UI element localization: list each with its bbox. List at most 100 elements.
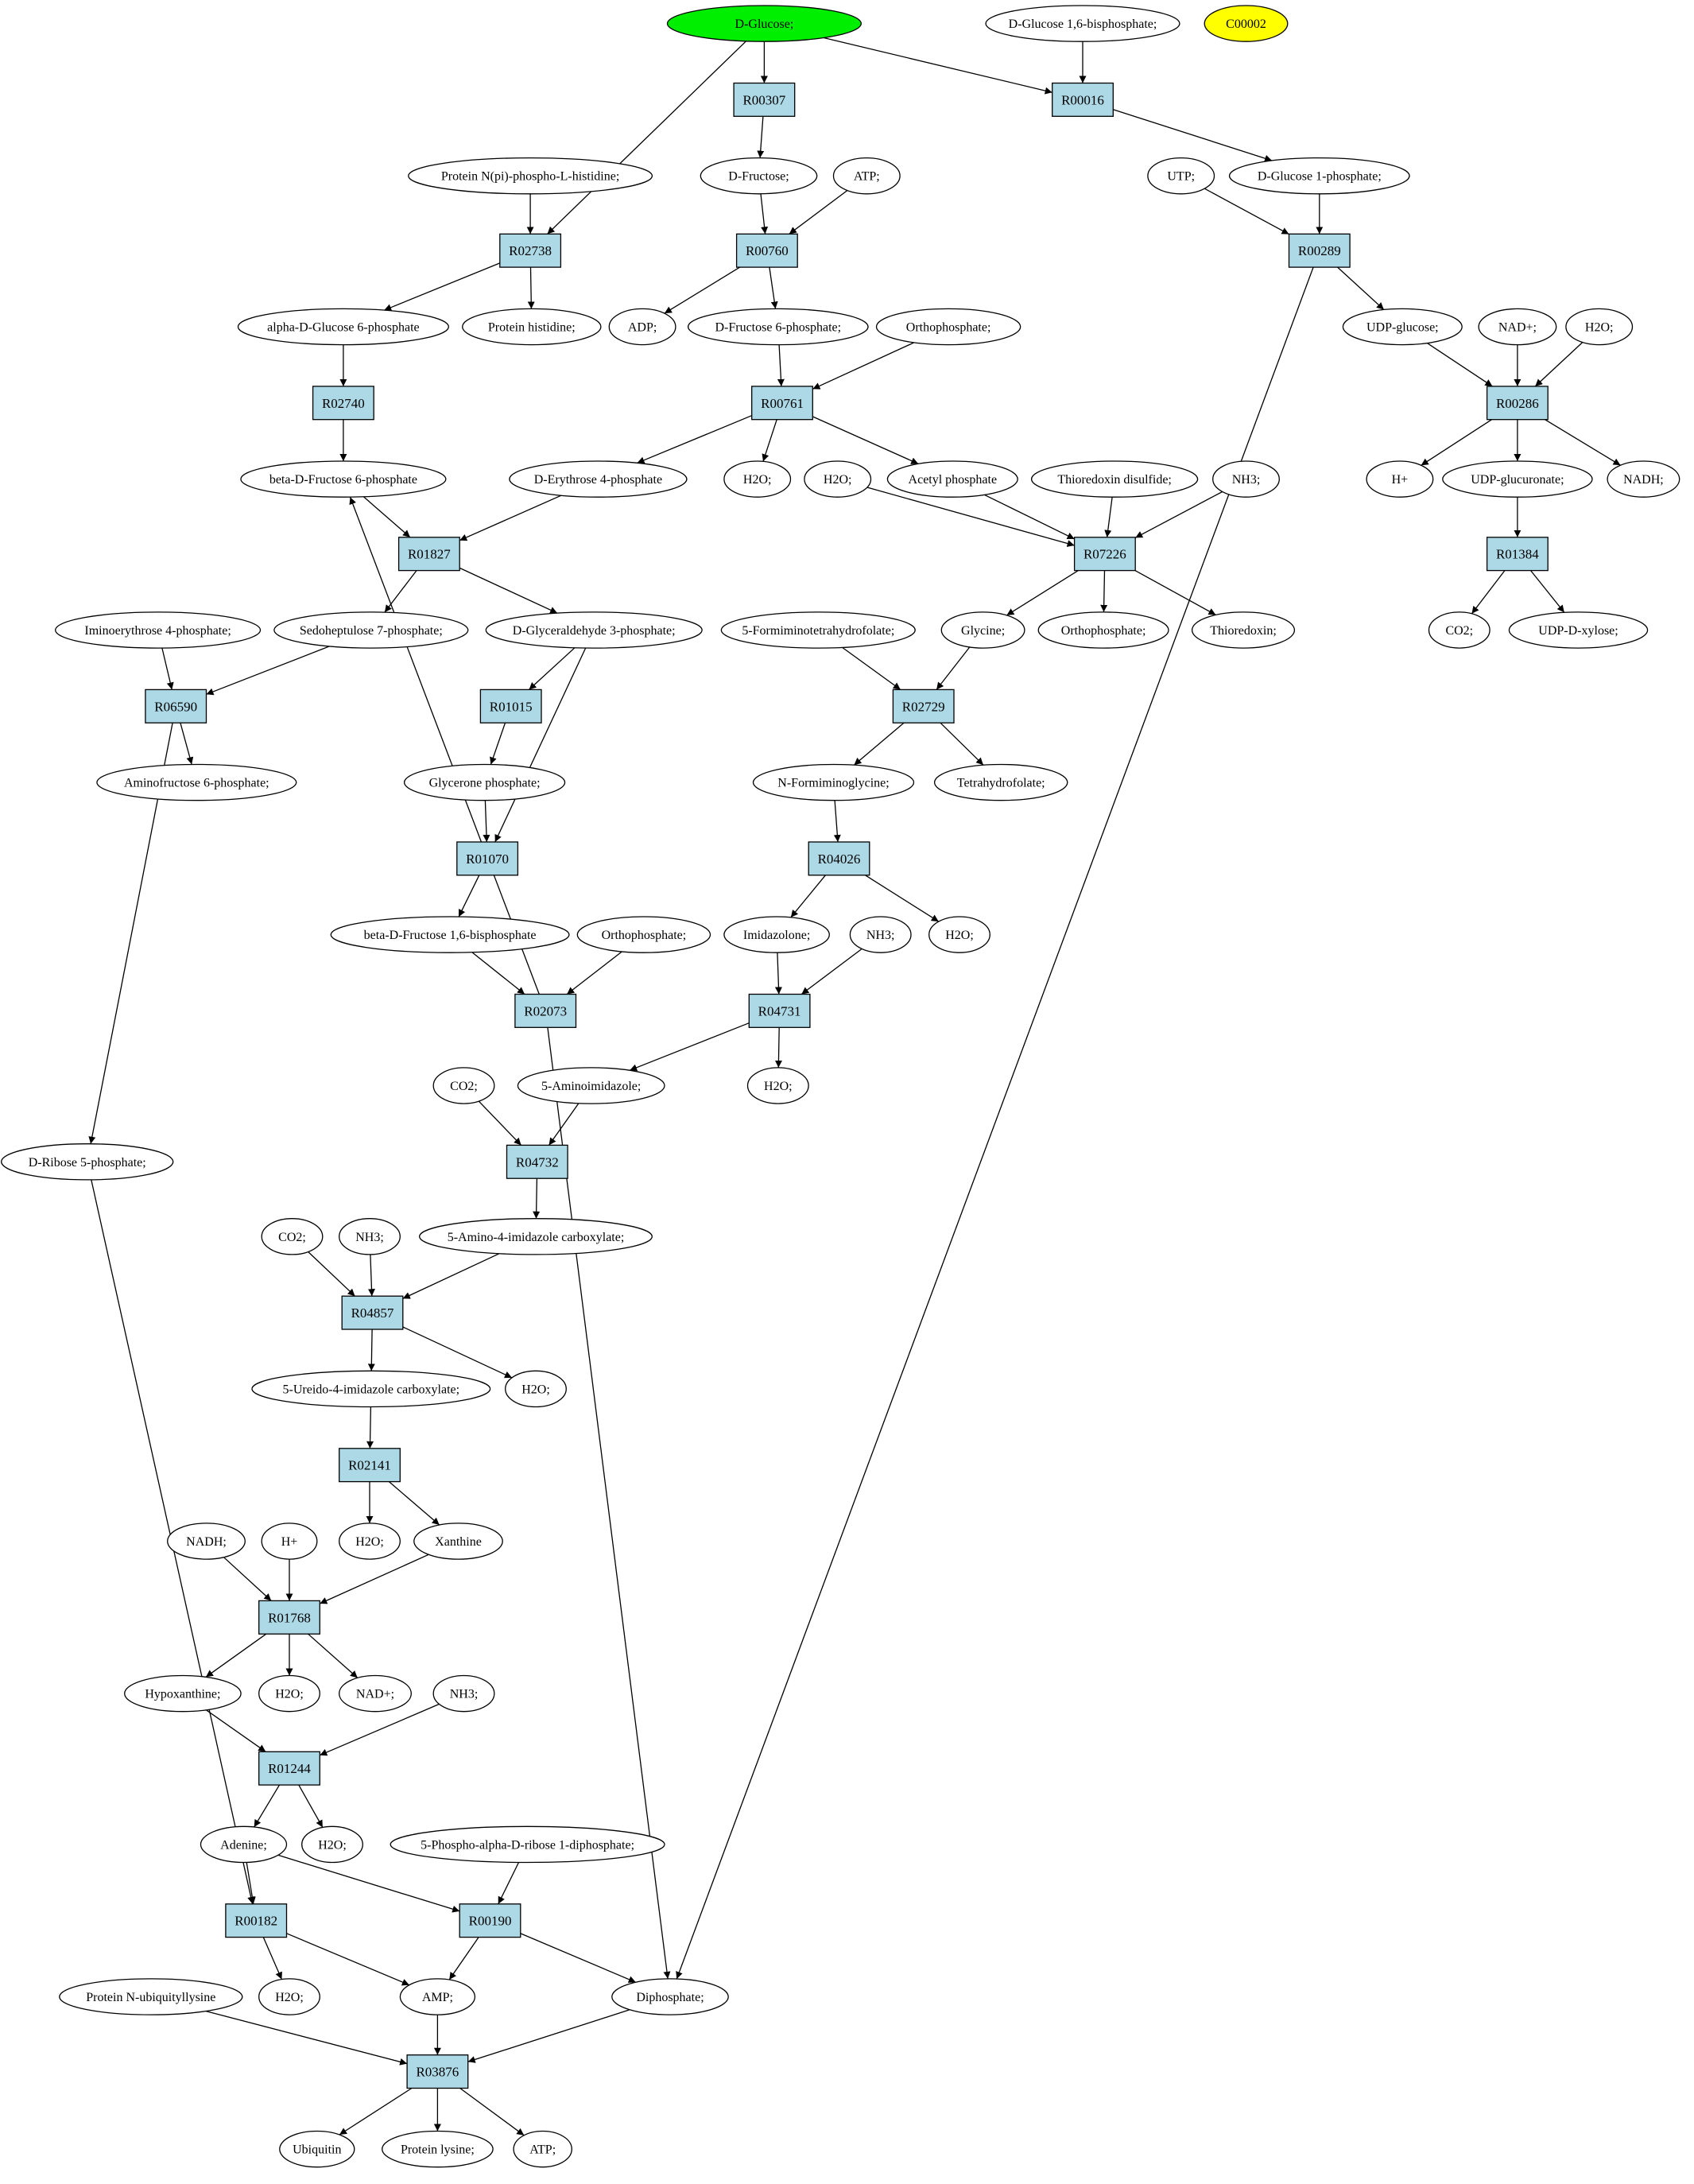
compound-node[interactable]: 5-Aminoimidazole; (517, 1067, 665, 1104)
compound-node[interactable]: H2O; (258, 1674, 320, 1713)
compound-node[interactable]: AMP; (399, 1978, 476, 2015)
compound-node[interactable]: Glycine; (940, 611, 1025, 649)
compound-node[interactable]: Protein N-ubiquityllysine (59, 1978, 243, 2015)
reaction-node-r02073[interactable]: R02073 (514, 993, 577, 1028)
compound-node[interactable]: H2O; (928, 916, 990, 953)
reaction-node-r02740[interactable]: R02740 (312, 386, 374, 421)
compound-node[interactable]: CO2; (1428, 611, 1490, 649)
compound-node[interactable]: D-Glucose 1-phosphate; (1228, 157, 1410, 195)
compound-node[interactable]: NH3; (849, 916, 912, 953)
reaction-node-r01768[interactable]: R01768 (258, 1600, 320, 1635)
reaction-node-r00760[interactable]: R00760 (735, 233, 798, 268)
compound-node[interactable]: H2O; (746, 1067, 809, 1104)
compound-node[interactable]: N-Formiminoglycine; (752, 763, 915, 801)
compound-node[interactable]: Ubiquitin (279, 2130, 355, 2168)
compound-node[interactable]: alpha-D-Glucose 6-phosphate (237, 308, 449, 346)
compound-node[interactable]: H+ (261, 1523, 318, 1560)
reaction-node-r00190[interactable]: R00190 (459, 1903, 521, 1938)
compound-node[interactable]: ATP; (832, 157, 901, 195)
compound-node[interactable]: Xanthine (413, 1523, 503, 1560)
compound-node[interactable]: Hypoxanthine; (124, 1674, 242, 1713)
reaction-node-r03876[interactable]: R03876 (406, 2054, 469, 2089)
reaction-node-r01244[interactable]: R01244 (258, 1751, 320, 1786)
compound-node[interactable]: CO2; (432, 1067, 495, 1104)
compound-node[interactable]: ADP; (608, 308, 676, 346)
compound-node[interactable]: D-Glyceraldehyde 3-phosphate; (485, 611, 703, 649)
compound-node[interactable]: H+ (1366, 460, 1434, 498)
reaction-node-r04732[interactable]: R04732 (506, 1144, 568, 1179)
compound-node[interactable]: Adenine; (200, 1825, 288, 1864)
compound-node[interactable]: Thioredoxin; (1191, 611, 1296, 649)
compound-node[interactable]: Imidazolone; (723, 916, 830, 953)
compound-node[interactable]: Tetrahydrofolate; (933, 763, 1068, 801)
compound-node[interactable]: Orthophosphate; (1037, 611, 1169, 649)
reaction-node-r00761[interactable]: R00761 (751, 386, 813, 421)
compound-node[interactable]: 5-Amino-4-imidazole carboxylate; (419, 1218, 653, 1255)
compound-node[interactable]: H2O; (804, 460, 872, 498)
compound-node[interactable]: Orthophosphate; (576, 916, 711, 953)
reaction-node-r01070[interactable]: R01070 (456, 841, 519, 876)
reaction-node-r00182[interactable]: R00182 (225, 1903, 288, 1938)
reaction-node-r04857[interactable]: R04857 (341, 1295, 404, 1330)
compound-node[interactable]: Glycerone phosphate; (403, 763, 566, 801)
compound-node[interactable]: H2O; (301, 1825, 363, 1864)
compound-node[interactable]: UTP; (1147, 157, 1215, 195)
compound-label: D-Erythrose 4-phosphate (534, 473, 662, 487)
reaction-node-r00289[interactable]: R00289 (1288, 233, 1351, 268)
compound-node[interactable]: CO2; (261, 1218, 324, 1255)
reaction-node-r04731[interactable]: R04731 (748, 993, 811, 1028)
compound-node[interactable]: D-Fructose; (700, 157, 818, 195)
compound-node[interactable]: C00002 (1204, 5, 1289, 42)
reaction-node-r00307[interactable]: R00307 (733, 82, 796, 117)
compound-node[interactable]: D-Erythrose 4-phosphate (509, 460, 688, 498)
edge-R01244-to-c_ade (254, 1784, 281, 1828)
reaction-node-r02141[interactable]: R02141 (339, 1448, 401, 1483)
compound-node[interactable]: H2O; (339, 1523, 401, 1560)
reaction-node-r01827[interactable]: R01827 (397, 537, 460, 572)
compound-node[interactable]: Thioredoxin disulfide; (1030, 460, 1199, 498)
compound-node[interactable]: D-Fructose 6-phosphate; (687, 308, 869, 346)
compound-node[interactable]: Sedoheptulose 7-phosphate; (273, 611, 469, 649)
compound-node[interactable]: beta-D-Fructose 1,6-bisphosphate (330, 916, 570, 953)
compound-node[interactable]: Acetyl phosphate (886, 460, 1018, 498)
reaction-node-r01015[interactable]: R01015 (479, 689, 542, 723)
compound-node[interactable]: Orthophosphate; (875, 308, 1021, 346)
compound-node[interactable]: NH3; (339, 1218, 401, 1255)
compound-node[interactable]: NH3; (1212, 460, 1280, 498)
compound-node[interactable]: UDP-D-xylose; (1508, 611, 1649, 649)
compound-node[interactable]: H2O; (723, 460, 792, 498)
reaction-node-r00286[interactable]: R00286 (1486, 386, 1549, 421)
compound-node[interactable]: beta-D-Fructose 6-phosphate (240, 460, 447, 498)
reaction-node-r07226[interactable]: R07226 (1073, 537, 1136, 572)
compound-node[interactable]: NH3; (432, 1674, 495, 1713)
reaction-node-r00016[interactable]: R00016 (1052, 82, 1114, 117)
reaction-node-r06590[interactable]: R06590 (145, 689, 207, 723)
reaction-node-r04026[interactable]: R04026 (808, 841, 870, 876)
compound-node[interactable]: 5-Ureido-4-imidazole carboxylate; (251, 1370, 491, 1408)
compound-node[interactable]: D-Ribose 5-phosphate; (1, 1143, 174, 1181)
compound-node[interactable]: Diphosphate; (611, 1978, 729, 2015)
compound-node[interactable]: UDP-glucose; (1342, 308, 1463, 346)
compound-node[interactable]: H2O; (258, 1978, 320, 2015)
compound-node[interactable]: 5-Formiminotetrahydrofolate; (720, 611, 916, 649)
reaction-node-r01384[interactable]: R01384 (1486, 537, 1549, 572)
compound-node[interactable]: NAD+; (1478, 308, 1557, 346)
compound-node[interactable]: UDP-glucuronate; (1442, 460, 1593, 498)
compound-node[interactable]: Iminoerythrose 4-phosphate; (55, 611, 262, 649)
compound-node[interactable]: Protein histidine; (462, 308, 602, 346)
compound-node[interactable]: 5-Phospho-alpha-D-ribose 1-diphosphate; (390, 1825, 665, 1864)
compound-node[interactable]: Aminofructose 6-phosphate; (96, 763, 297, 801)
compound-node[interactable]: D-Glucose; (666, 5, 862, 42)
compound-node[interactable]: NADH; (167, 1523, 246, 1560)
compound-node[interactable]: H2O; (505, 1370, 567, 1408)
compound-node[interactable]: NAD+; (339, 1674, 412, 1713)
compound-node[interactable]: D-Glucose 1,6-bisphosphate; (985, 5, 1180, 42)
compound-node[interactable]: NADH; (1607, 460, 1680, 498)
compound-node[interactable]: H2O; (1565, 308, 1634, 346)
reaction-node-r02738[interactable]: R02738 (499, 233, 562, 268)
compound-node[interactable]: Protein N(pi)-phospho-L-histidine; (408, 157, 653, 195)
compound-node[interactable]: Protein lysine; (382, 2130, 494, 2168)
reaction-node-r02729[interactable]: R02729 (892, 689, 955, 723)
compound-node[interactable]: ATP; (513, 2130, 572, 2168)
compound-ellipse (419, 1218, 653, 1255)
